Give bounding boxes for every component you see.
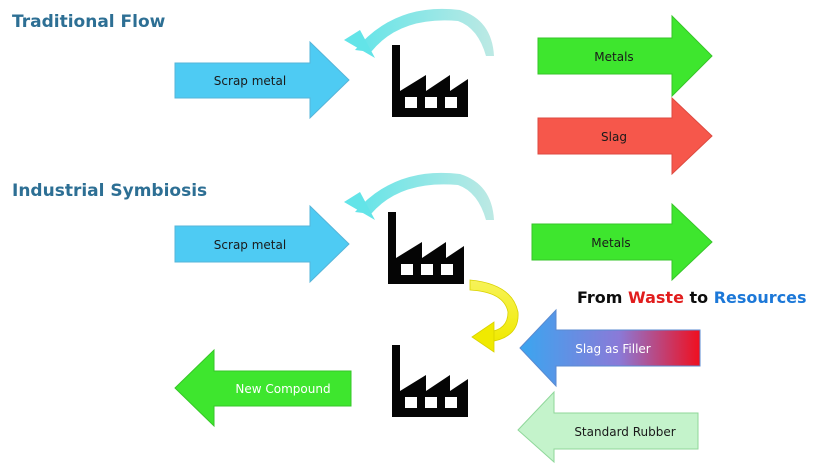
new-compound-arrow: New Compound [174, 348, 352, 428]
traditional-recycle-arrow [344, 8, 494, 58]
industrial-symbiosis-title: Industrial Symbiosis [12, 181, 208, 201]
standard-rubber-label: Standard Rubber [574, 425, 675, 439]
traditional-flow-title: Traditional Flow [12, 12, 166, 32]
symbiosis-metals-label: Metals [591, 236, 630, 250]
slogan-to: to [683, 288, 714, 307]
symbiosis-metals-arrow: Metals [531, 202, 713, 282]
symbiosis-factory-icon [388, 212, 464, 284]
traditional-scrap-metal-arrow: Scrap metal [174, 40, 350, 120]
traditional-metals-arrow: Metals [537, 14, 713, 98]
symbiosis-recycle-arrow [344, 172, 494, 220]
slag-as-filler-arrow: Slag as Filler [519, 308, 701, 388]
standard-rubber-arrow: Standard Rubber [517, 390, 699, 464]
symbiosis-scrap-metal-arrow: Scrap metal [174, 204, 350, 284]
traditional-scrap-metal-label: Scrap metal [214, 74, 286, 88]
slogan-resources: Resources [713, 288, 807, 307]
slag-transfer-arrow [469, 279, 519, 353]
symbiosis-scrap-metal-label: Scrap metal [214, 238, 286, 252]
traditional-slag-label: Slag [601, 130, 627, 144]
traditional-factory-icon [392, 45, 468, 117]
traditional-metals-label: Metals [594, 50, 633, 64]
traditional-slag-arrow: Slag [537, 96, 713, 176]
slogan-from: From [577, 288, 629, 307]
compound-factory-icon [392, 345, 468, 417]
slag-as-filler-label: Slag as Filler [575, 342, 651, 356]
waste-to-resources-slogan: From Waste to Resources [577, 288, 807, 307]
new-compound-label: New Compound [235, 382, 330, 396]
slogan-waste: Waste [628, 288, 684, 307]
